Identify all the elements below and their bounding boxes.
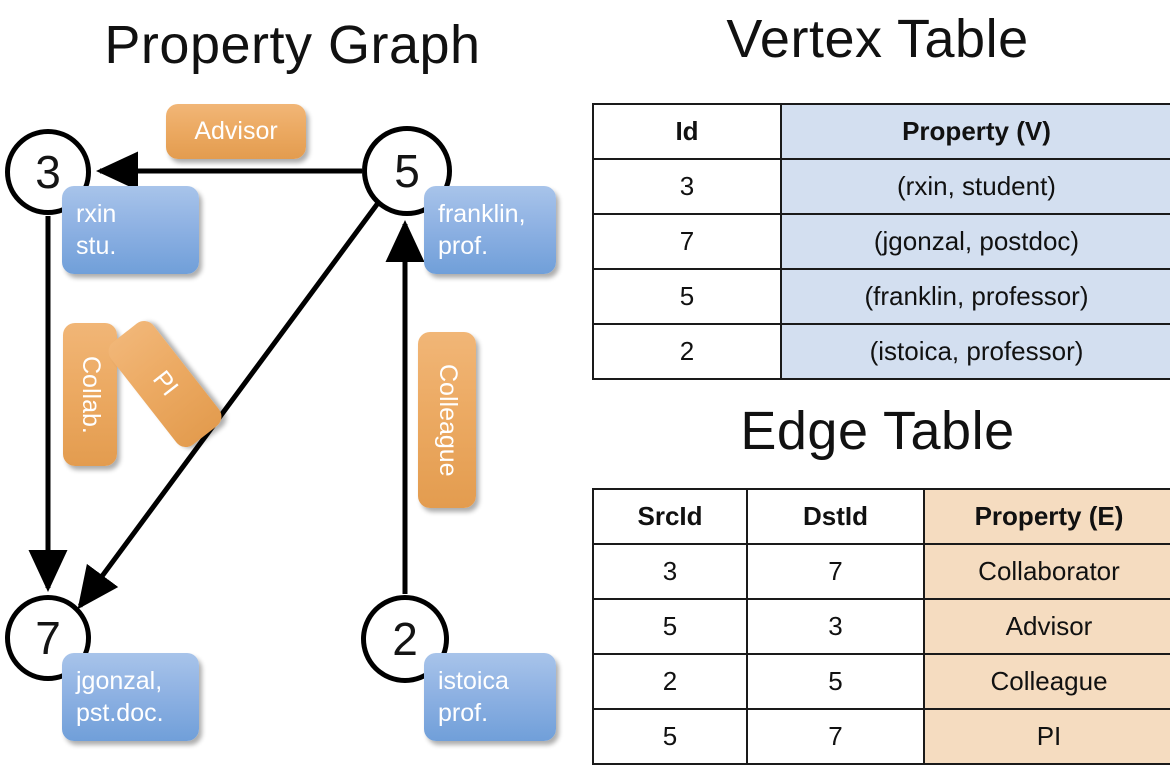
table-row: 5 (franklin, professor) (592, 268, 1170, 325)
vertex-property-line-1: istoica (438, 667, 509, 695)
vertex-cell-property: (istoica, professor) (780, 323, 1170, 380)
vertex-cell-property: (jgonzal, postdoc) (780, 213, 1170, 270)
vertex-property-line-1: rxin (76, 200, 117, 228)
vertex-cell-id: 3 (592, 158, 782, 215)
vertex-property-box-rxin: rxin stu. (62, 186, 199, 274)
edge-cell-srcid: 2 (592, 653, 748, 710)
vertex-property-box-franklin: franklin, prof. (424, 186, 556, 274)
graph-node-2[interactable]: 2 (361, 595, 449, 683)
table-row: 2 5 Colleague (592, 653, 1170, 710)
graph-node-2-label: 2 (392, 613, 418, 665)
page-title-edge-table: Edge Table (740, 401, 1015, 461)
edge-label-box-advisor: Advisor (166, 104, 306, 159)
edge-cell-dstid: 3 (746, 598, 925, 655)
table-row: 5 7 PI (592, 708, 1170, 765)
table-row: 5 3 Advisor (592, 598, 1170, 655)
edge-cell-srcid: 5 (592, 708, 748, 765)
vertex-table-header-row: Id Property (V) (592, 103, 1170, 160)
vertex-property-box-jgonzal: jgonzal, pst.doc. (62, 653, 199, 741)
vertex-table-header-property: Property (V) (780, 103, 1170, 160)
vertex-property-line-1: franklin, (438, 200, 526, 228)
edge-arrow-5-to-7 (77, 201, 381, 610)
edge-table-header-property: Property (E) (923, 488, 1170, 545)
vertex-property-line-2: pst.doc. (76, 699, 164, 727)
vertex-property-line-2: prof. (438, 232, 489, 260)
vertex-cell-property: (franklin, professor) (780, 268, 1170, 325)
table-row: 7 (jgonzal, postdoc) (592, 213, 1170, 270)
edge-label-box-collab: Collab. (63, 323, 117, 466)
edge-table-header-dstid: DstId (746, 488, 925, 545)
vertex-property-line-1: jgonzal, (76, 667, 163, 695)
property-graph-diagram: 3 5 7 2 rxin stu. franklin, prof. jgonza… (0, 0, 585, 760)
edge-cell-srcid: 3 (592, 543, 748, 600)
vertex-property-box-istoica: istoica prof. (424, 653, 556, 741)
edge-label-text: PI (147, 365, 184, 402)
page-title-vertex-table: Vertex Table (726, 9, 1029, 69)
graph-node-7-label: 7 (35, 612, 61, 664)
edge-table-header-row: SrcId DstId Property (E) (592, 488, 1170, 545)
page-title-property-graph: Property Graph (104, 15, 481, 75)
edge-cell-property: PI (923, 708, 1170, 765)
vertex-table-header-id: Id (592, 103, 782, 160)
graph-node-3-label: 3 (35, 146, 61, 198)
edge-cell-dstid: 7 (746, 708, 925, 765)
graph-node-5-label: 5 (394, 145, 420, 197)
graph-node-5[interactable]: 5 (362, 126, 452, 216)
vertex-cell-id: 2 (592, 323, 782, 380)
table-row: 3 7 Collaborator (592, 543, 1170, 600)
edge-cell-dstid: 5 (746, 653, 925, 710)
edge-label-text: Collab. (76, 355, 105, 434)
edge-label-text: Advisor (194, 116, 278, 145)
edge-label-text: Colleague (433, 363, 462, 477)
edge-cell-srcid: 5 (592, 598, 748, 655)
edge-cell-dstid: 7 (746, 543, 925, 600)
edge-cell-property: Advisor (923, 598, 1170, 655)
table-row: 3 (rxin, student) (592, 158, 1170, 215)
graph-edge-arrows (28, 151, 425, 610)
vertex-table: Id Property (V) 3 (rxin, student) 7 (jgo… (592, 103, 1170, 380)
edge-table: SrcId DstId Property (E) 3 7 Collaborato… (592, 488, 1170, 765)
edge-cell-property: Colleague (923, 653, 1170, 710)
vertex-property-line-2: stu. (76, 232, 117, 260)
vertex-property-line-2: prof. (438, 699, 489, 727)
vertex-cell-id: 5 (592, 268, 782, 325)
edge-label-box-colleague: Colleague (418, 332, 476, 508)
vertex-cell-property: (rxin, student) (780, 158, 1170, 215)
vertex-cell-id: 7 (592, 213, 782, 270)
edge-cell-property: Collaborator (923, 543, 1170, 600)
table-row: 2 (istoica, professor) (592, 323, 1170, 380)
edge-table-header-srcid: SrcId (592, 488, 748, 545)
